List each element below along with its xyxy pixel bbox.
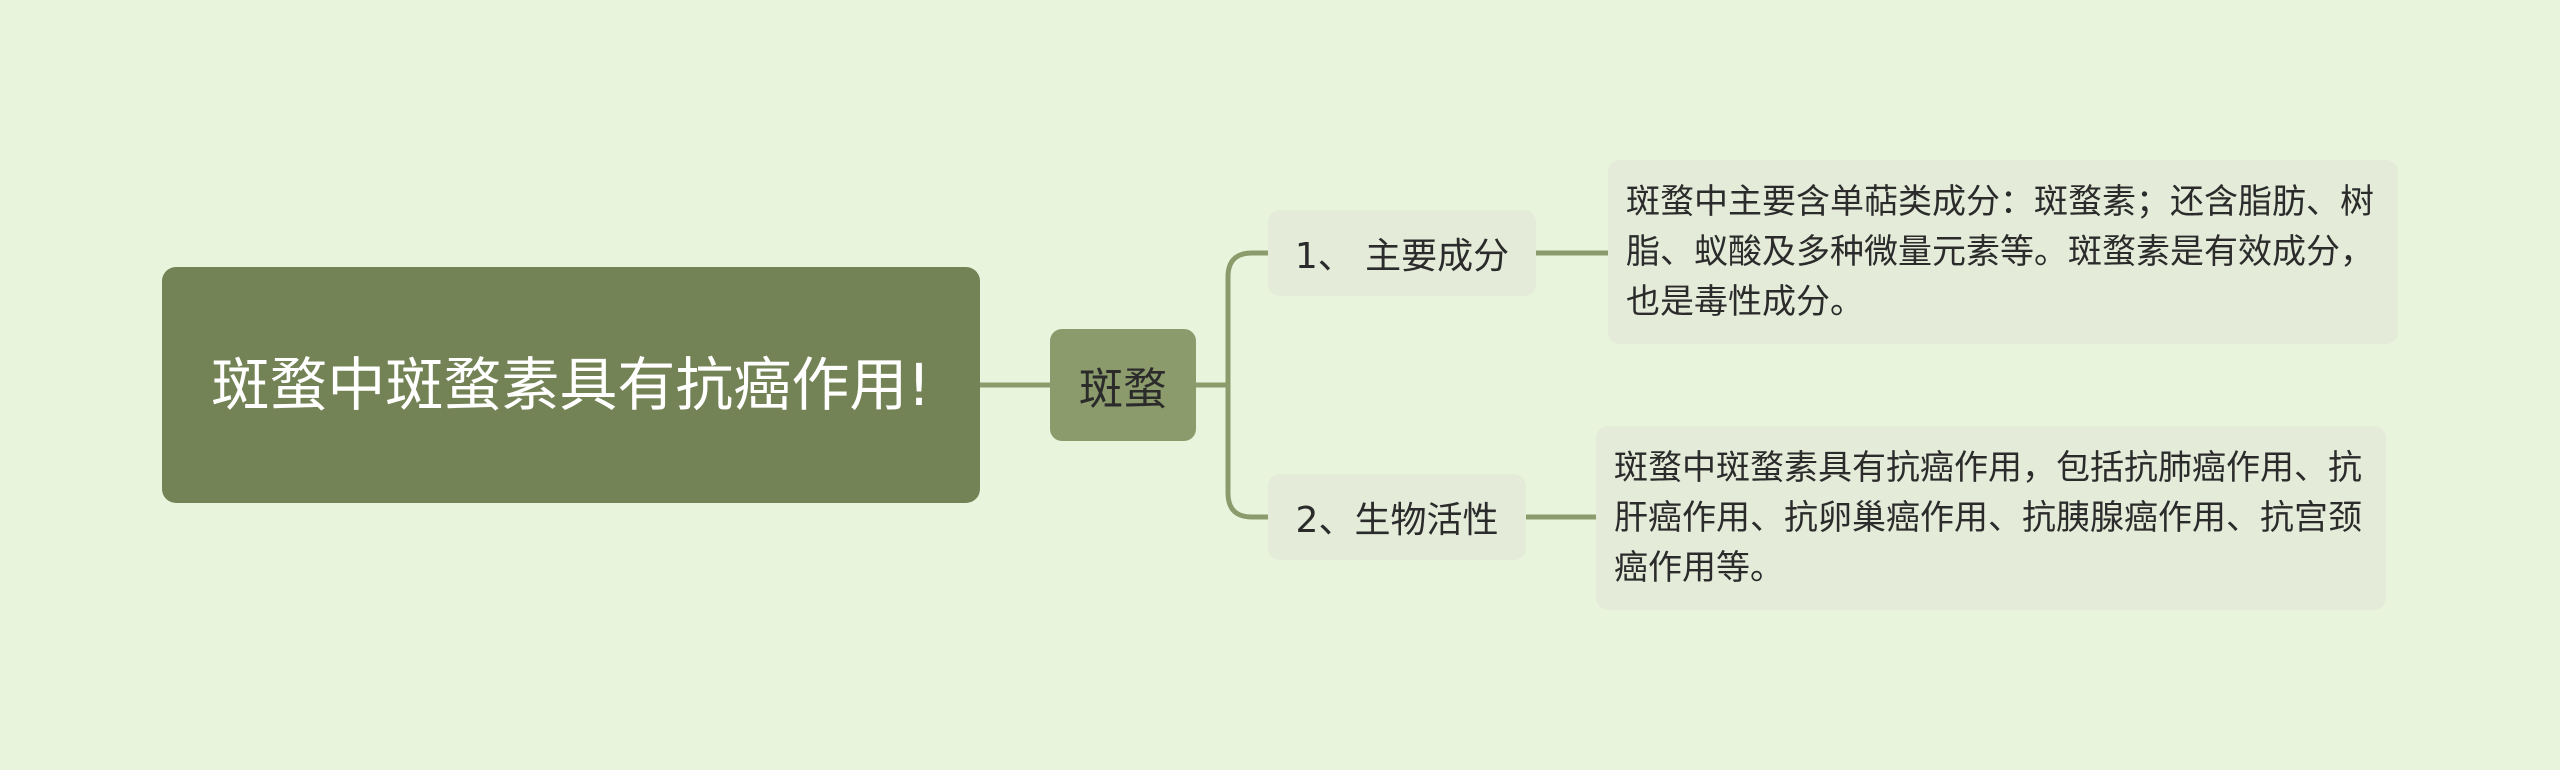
connector-hub-branch-2	[1225, 382, 1271, 520]
hub-topic-label: 斑蝥	[1079, 364, 1167, 415]
branch-label: 1、 主要成分	[1294, 236, 1510, 277]
detail-text: 斑蝥中斑蝥素具有抗癌作用，包括抗肺癌作用、抗肝癌作用、抗卵巢癌作用、抗胰腺癌作用…	[1614, 448, 2362, 588]
branch-node-main-components[interactable]: 1、 主要成分	[1268, 210, 1536, 296]
root-topic-label: 斑蝥中斑蝥素具有抗癌作用!	[211, 351, 931, 419]
hub-topic-node[interactable]: 斑蝥	[1050, 329, 1196, 441]
detail-text: 斑蝥中主要含单萜类成分：斑蝥素；还含脂肪、树脂、蚁酸及多种微量元素等。斑蝥素是有…	[1626, 182, 2374, 322]
detail-node-main-components[interactable]: 斑蝥中主要含单萜类成分：斑蝥素；还含脂肪、树脂、蚁酸及多种微量元素等。斑蝥素是有…	[1608, 160, 2398, 344]
branch-node-bioactivity[interactable]: 2、生物活性	[1268, 474, 1526, 560]
root-topic-node[interactable]: 斑蝥中斑蝥素具有抗癌作用!	[162, 267, 980, 503]
branch-label: 2、生物活性	[1295, 500, 1499, 541]
connector-hub-branch-1	[1225, 250, 1271, 388]
detail-node-bioactivity[interactable]: 斑蝥中斑蝥素具有抗癌作用，包括抗肺癌作用、抗肝癌作用、抗卵巢癌作用、抗胰腺癌作用…	[1596, 426, 2386, 610]
